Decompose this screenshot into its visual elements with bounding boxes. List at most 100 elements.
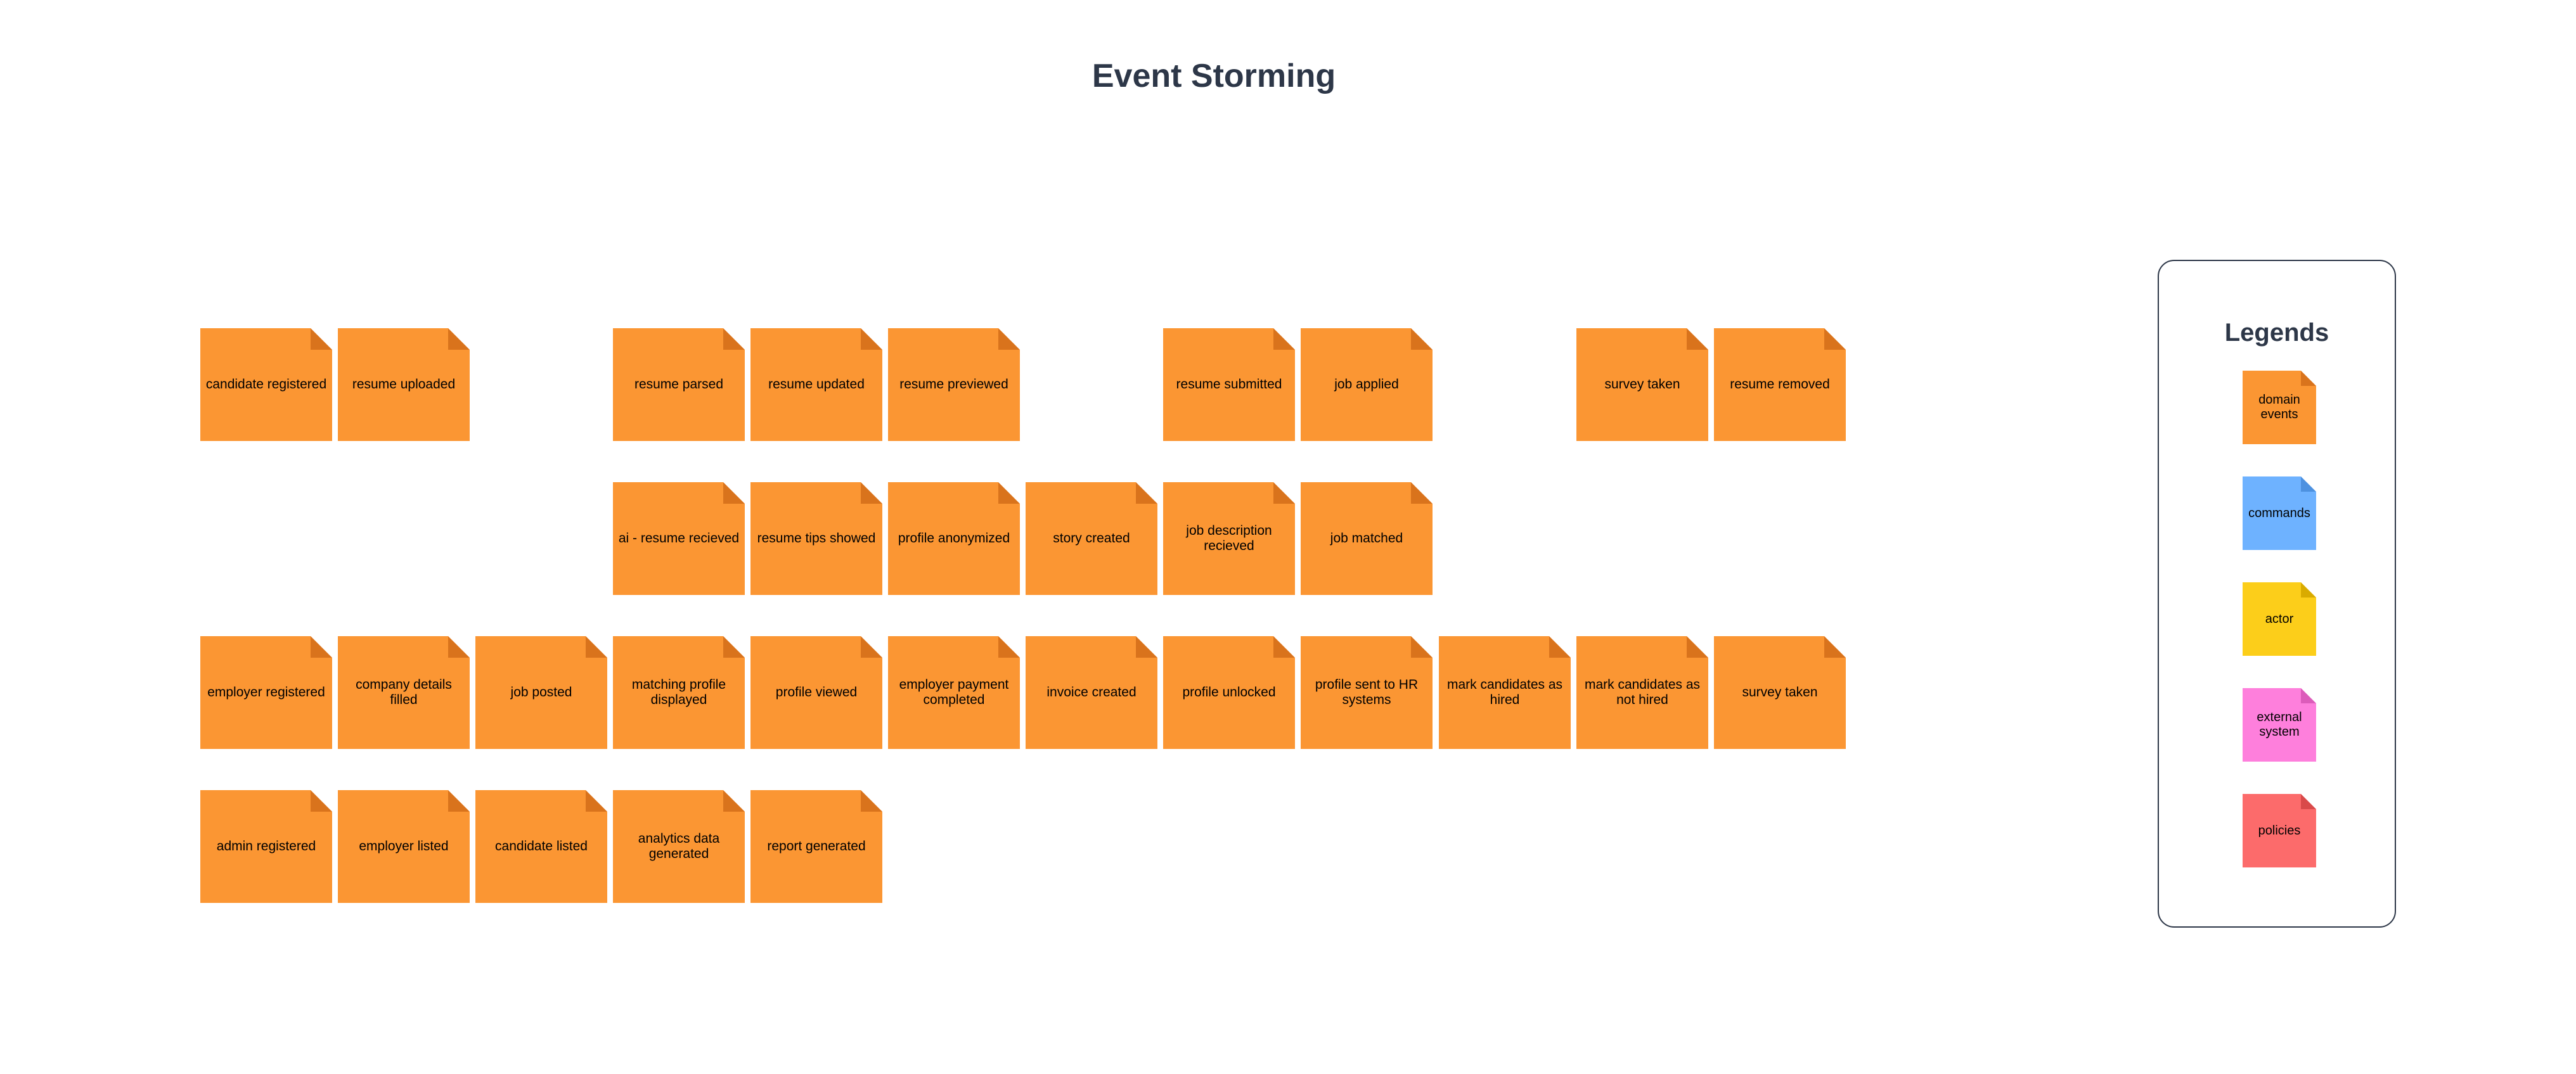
domain-event-note[interactable]: mark candidates as not hired [1576,636,1708,749]
domain-event-note[interactable]: employer payment completed [888,636,1020,749]
legend-title: Legends [2224,319,2329,347]
note-label: resume tips showed [757,530,876,546]
note-fold-corner [723,482,745,504]
domain-event-note[interactable]: resume previewed [888,328,1020,441]
note-fold-corner [448,328,470,350]
domain-event-note[interactable]: profile anonymized [888,482,1020,595]
legend-panel [2158,260,2396,928]
domain-event-note[interactable]: job applied [1301,328,1433,441]
note-label: analytics data generated [638,831,720,861]
domain-event-note[interactable]: company details filled [338,636,470,749]
note-fold-corner [1824,636,1846,658]
note-label: employer listed [359,838,449,853]
note-label: job matched [1330,530,1403,546]
note-label: matching profile displayed [631,677,726,707]
domain-event-note[interactable]: matching profile displayed [613,636,745,749]
legend-item-label: policies [2258,823,2301,838]
note-label: survey taken [1742,684,1818,700]
domain-event-note[interactable]: admin registered [200,790,332,903]
note-fold-corner [586,790,607,812]
note-label: candidate listed [495,838,588,853]
legend-item-domain-events: domain events [2243,371,2316,444]
note-label: profile sent to HR systems [1315,677,1419,707]
domain-event-note[interactable]: resume tips showed [750,482,882,595]
note-label: resume updated [768,376,865,392]
note-fold-corner [311,790,332,812]
note-fold-corner [998,328,1020,350]
note-fold-corner [723,636,745,658]
note-label: profile unlocked [1182,684,1276,700]
domain-event-note[interactable]: resume updated [750,328,882,441]
legend-item-label: external system [2257,710,2302,739]
page-title: Event Storming [1092,58,1336,94]
note-fold-corner [1273,636,1295,658]
domain-event-note[interactable]: job posted [475,636,607,749]
note-fold-corner [723,328,745,350]
note-label: invoice created [1046,684,1137,700]
note-fold-corner [1549,636,1571,658]
note-label: employer registered [207,684,325,700]
note-label: resume uploaded [352,376,456,392]
note-fold-corner [998,636,1020,658]
legend-item-policies: policies [2243,794,2316,867]
domain-event-note[interactable]: survey taken [1576,328,1708,441]
note-fold-corner [1136,636,1157,658]
note-label: candidate registered [205,376,327,392]
note-fold-corner [1687,636,1708,658]
domain-event-note[interactable]: candidate listed [475,790,607,903]
domain-event-note[interactable]: resume uploaded [338,328,470,441]
domain-event-note[interactable]: resume removed [1714,328,1846,441]
domain-event-note[interactable]: invoice created [1026,636,1157,749]
note-fold-corner [586,636,607,658]
note-label: resume submitted [1176,376,1282,392]
note-fold-corner [448,790,470,812]
note-fold-corner [1824,328,1846,350]
note-fold-corner [1136,482,1157,504]
domain-event-note[interactable]: employer listed [338,790,470,903]
domain-event-note[interactable]: job description recieved [1163,482,1295,595]
note-fold-corner [998,482,1020,504]
domain-event-note[interactable]: story created [1026,482,1157,595]
note-fold-corner [861,790,882,812]
domain-event-note[interactable]: analytics data generated [613,790,745,903]
domain-event-note[interactable]: job matched [1301,482,1433,595]
note-fold-corner [861,328,882,350]
note-label: profile anonymized [898,530,1010,546]
note-label: mark candidates as not hired [1584,677,1701,707]
note-fold-corner [311,328,332,350]
note-label: survey taken [1604,376,1680,392]
domain-event-note[interactable]: profile unlocked [1163,636,1295,749]
note-fold-corner [861,636,882,658]
domain-event-note[interactable]: profile sent to HR systems [1301,636,1433,749]
note-fold-corner [861,482,882,504]
domain-event-note[interactable]: survey taken [1714,636,1846,749]
note-fold-corner [1273,328,1295,350]
note-fold-corner [1411,636,1433,658]
note-label: profile viewed [775,684,858,700]
note-fold-corner [723,790,745,812]
domain-event-note[interactable]: candidate registered [200,328,332,441]
legend-item-label: commands [2248,506,2310,520]
domain-event-note[interactable]: profile viewed [750,636,882,749]
domain-event-note[interactable]: ai - resume recieved [613,482,745,595]
legend-item-actor: actor [2243,582,2316,656]
note-fold-corner [1411,328,1433,350]
domain-event-note[interactable]: resume submitted [1163,328,1295,441]
note-label: mark candidates as hired [1446,677,1563,707]
legend-item-commands: commands [2243,476,2316,550]
domain-event-note[interactable]: resume parsed [613,328,745,441]
note-label: job description recieved [1186,523,1272,553]
note-label: resume previewed [899,376,1008,392]
note-fold-corner [448,636,470,658]
note-label: employer payment completed [899,677,1009,707]
note-label: company details filled [356,677,452,707]
domain-event-note[interactable]: report generated [750,790,882,903]
domain-event-note[interactable]: employer registered [200,636,332,749]
note-label: resume removed [1730,376,1830,392]
domain-event-note[interactable]: mark candidates as hired [1439,636,1571,749]
note-label: job applied [1334,376,1399,392]
note-label: report generated [767,838,866,853]
note-fold-corner [311,636,332,658]
note-fold-corner [1411,482,1433,504]
note-fold-corner [1687,328,1708,350]
